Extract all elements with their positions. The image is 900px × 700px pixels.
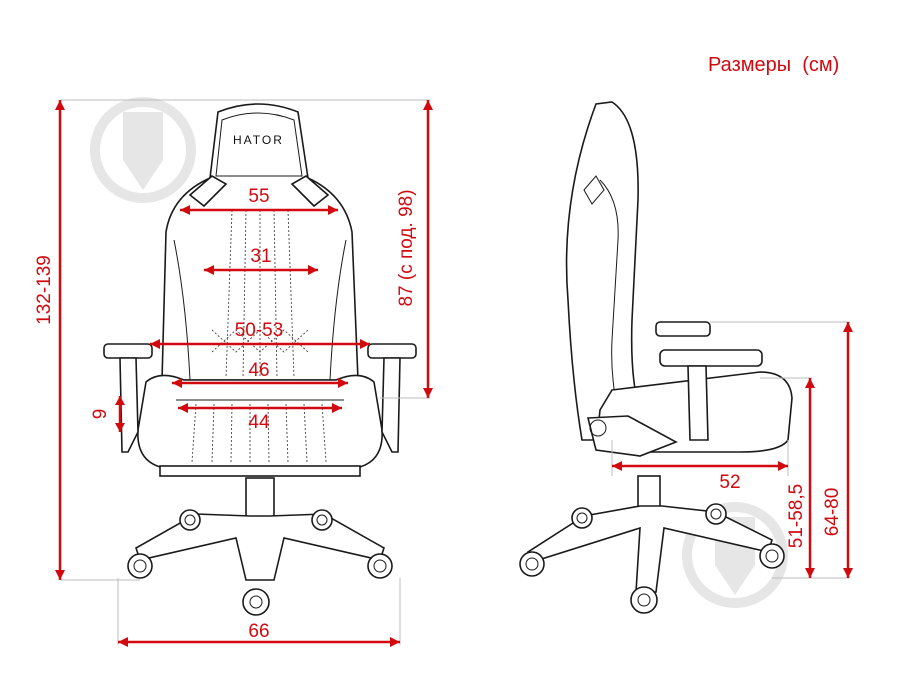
watermark-logo-left [90, 97, 196, 203]
front-casters [127, 509, 393, 616]
side-armrest-pad [655, 321, 711, 337]
left-armrest-pad [103, 343, 153, 359]
right-shoulder-slot [290, 175, 330, 208]
side-gas-lift [637, 475, 661, 511]
label-seat-back-width: 46 [248, 360, 269, 381]
front-star-base [135, 513, 385, 581]
brand-logo-text: HATOR [233, 133, 284, 147]
label-seat-depth: 52 [719, 472, 740, 493]
label-backrest-height: 87 (с под. 98) [396, 189, 417, 306]
side-backrest [565, 101, 641, 441]
dimension-lines [55, 100, 853, 647]
front-gas-lift [245, 477, 275, 519]
front-seat-base [159, 465, 361, 477]
label-base-width: 66 [248, 621, 269, 642]
dimension-labels: 55 31 50-53 46 44 9 132-139 87 (с под. 9… [34, 186, 843, 642]
label-armrest-span: 50-53 [235, 320, 284, 341]
left-shoulder-slot [188, 175, 228, 208]
label-seat-side-height: 9 [90, 409, 111, 420]
front-helper-lines [60, 99, 430, 645]
label-seat-height: 51-58,5 [786, 484, 807, 548]
label-headrest-width: 55 [248, 186, 269, 207]
label-seat-width: 44 [248, 412, 270, 433]
right-armrest-pad [367, 343, 417, 359]
side-mechanism [586, 415, 678, 457]
side-casters [519, 503, 785, 614]
side-armrest-lower [659, 349, 763, 367]
dimensions-title: Размеры (см) [708, 54, 840, 76]
side-chair [519, 101, 793, 614]
label-backrest-width: 31 [250, 246, 271, 267]
label-total-height: 132-139 [34, 255, 55, 325]
label-armrest-height: 64-80 [822, 488, 843, 537]
